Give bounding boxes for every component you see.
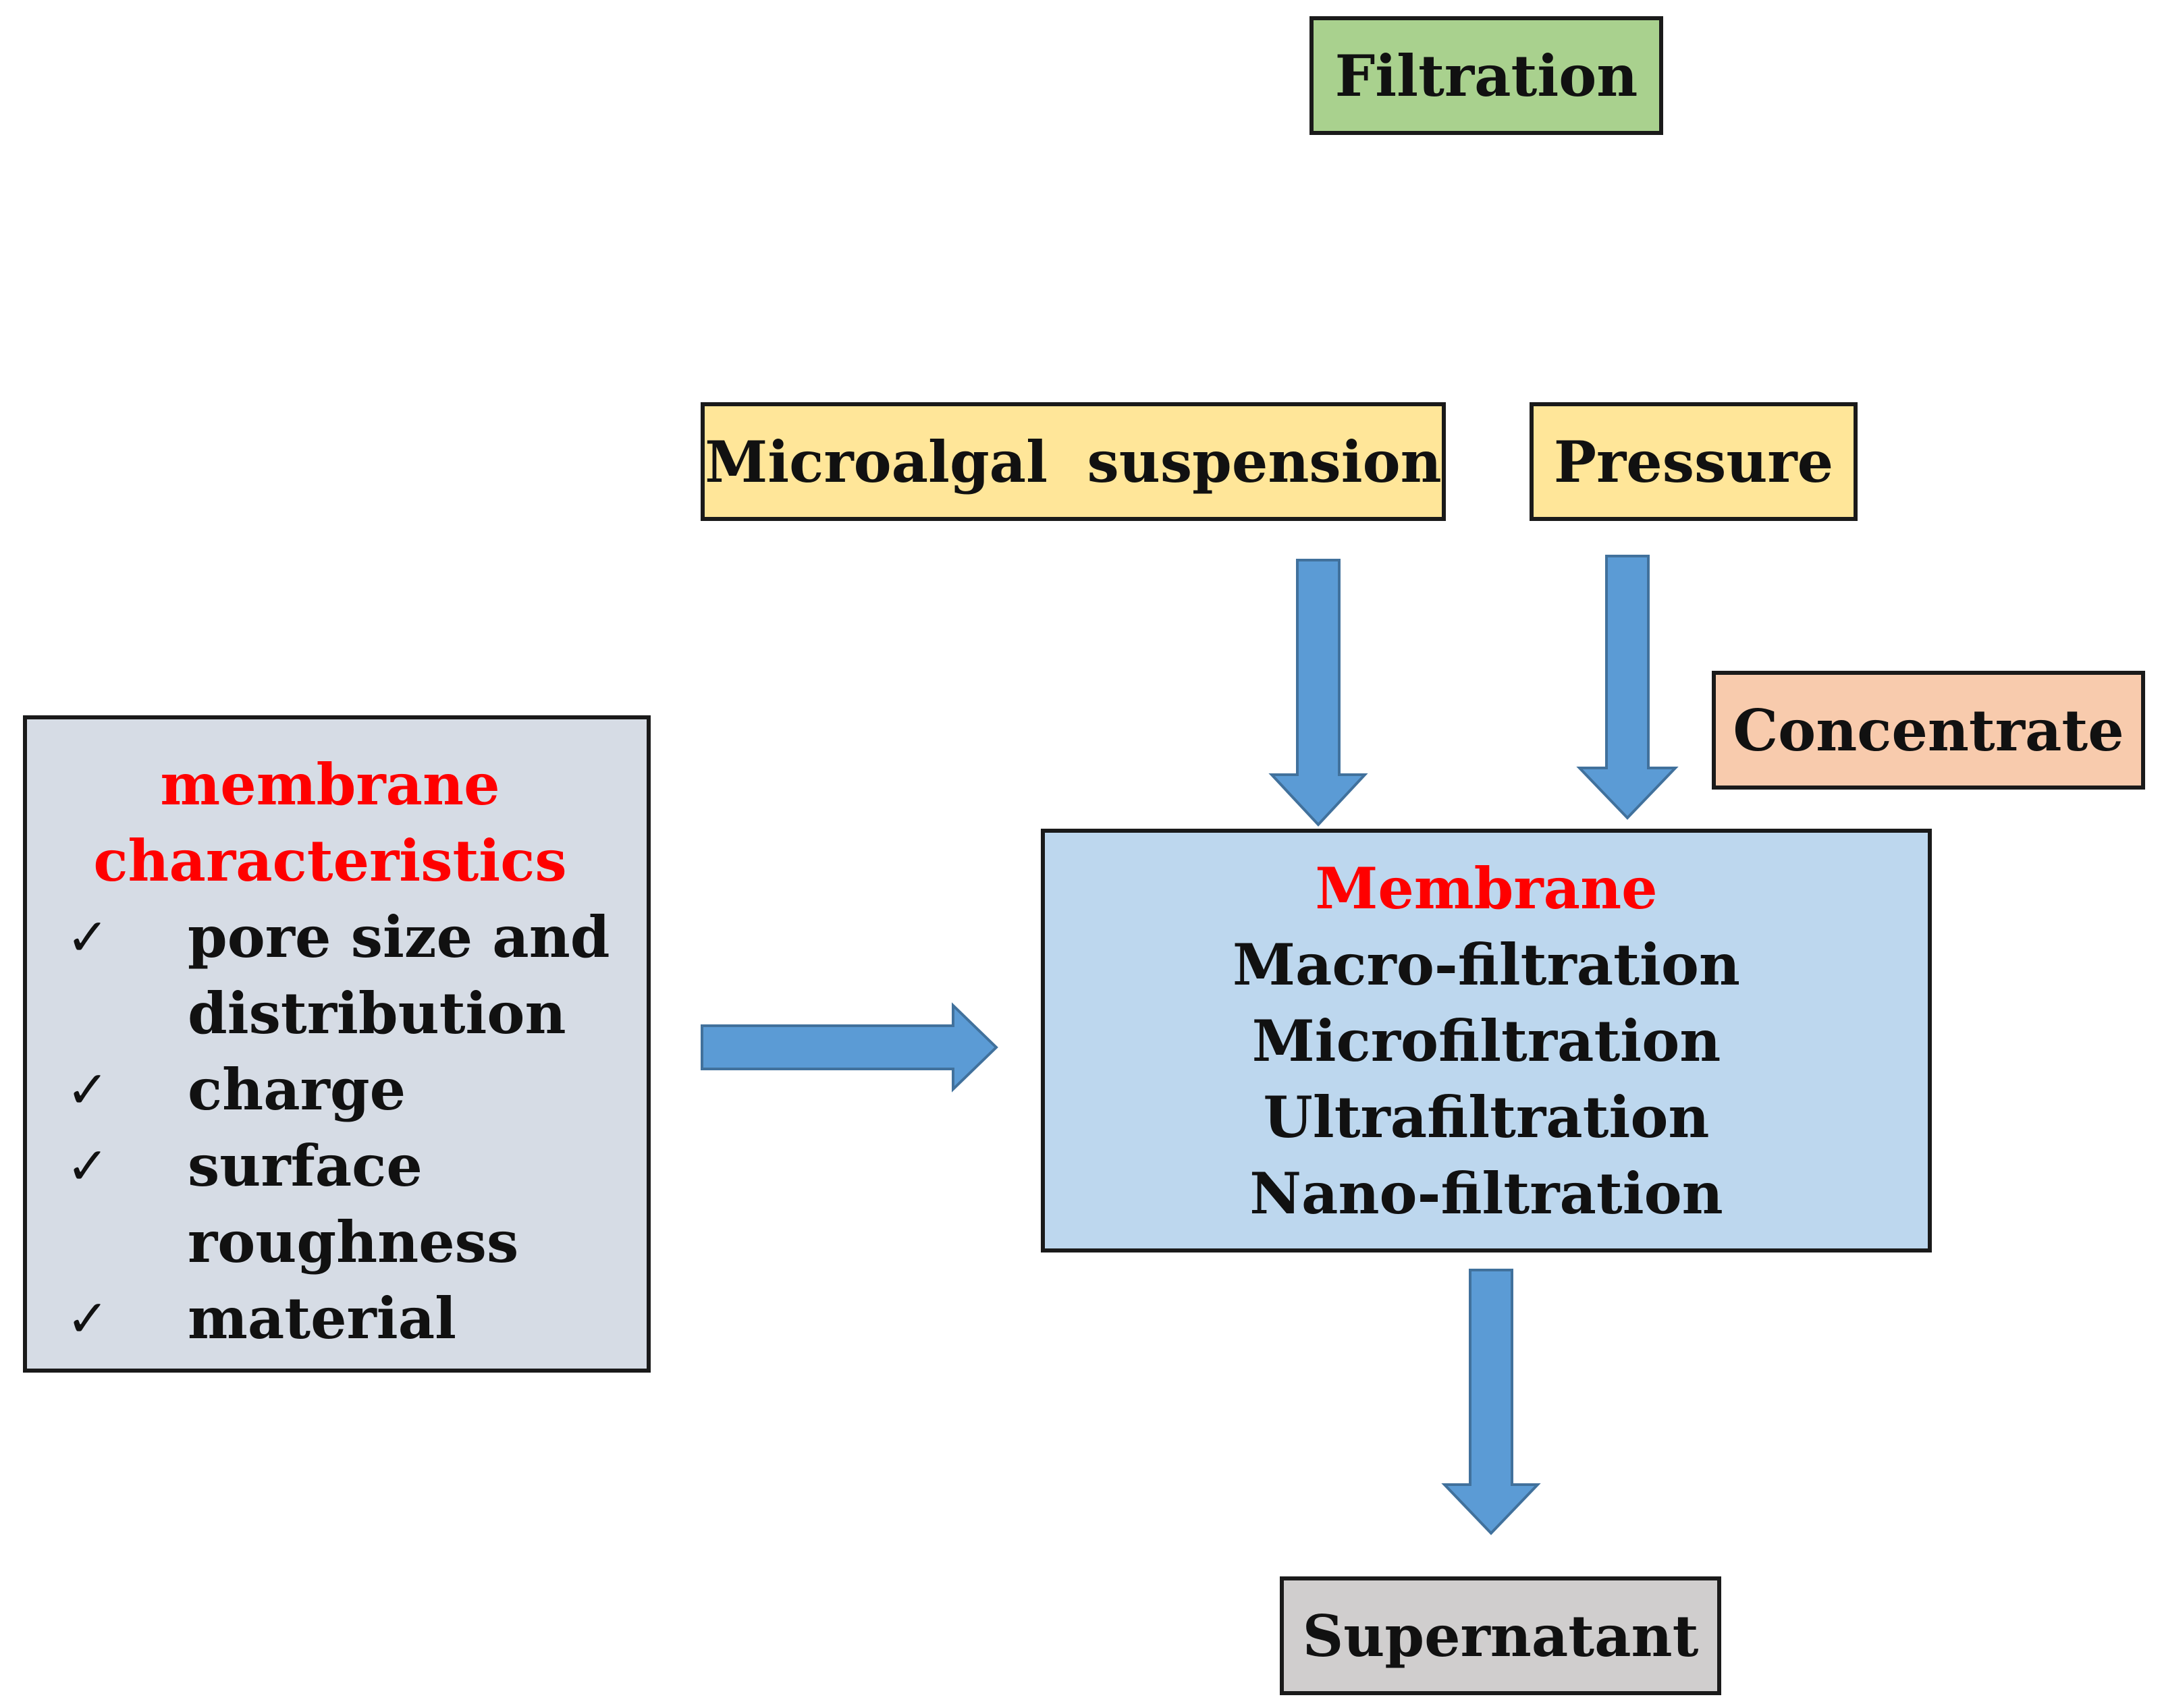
pressure-label: Pressure <box>1553 428 1834 495</box>
characteristic-text: charge <box>188 1056 406 1123</box>
characteristic-text: roughness <box>188 1209 519 1275</box>
checkmark-icon: ✓ <box>66 1059 109 1120</box>
membrane-type-micro: Microfiltration <box>1251 1007 1721 1074</box>
checkmark-icon: ✓ <box>66 1288 109 1348</box>
characteristics-heading-line1: membrane <box>160 751 500 818</box>
membrane-box: Membrane Macro-filtration Microfiltratio… <box>1041 829 1932 1252</box>
membrane-type-nano: Nano-filtration <box>1249 1159 1723 1227</box>
characteristic-item-material: ✓ material <box>27 1280 647 1356</box>
characteristic-item-pore-size: ✓ pore size and distribution <box>27 899 647 1051</box>
arrow-pressure-to-membrane <box>1576 555 1679 820</box>
supernatant-box: Supernatant <box>1280 1576 1721 1695</box>
characteristic-item-surface-roughness: ✓ surface roughness <box>27 1128 647 1280</box>
characteristics-heading-line2: characteristics <box>93 827 567 894</box>
characteristic-item-charge: ✓ charge <box>27 1051 647 1128</box>
membrane-type-macro: Macro-filtration <box>1233 931 1740 998</box>
arrow-suspension-to-membrane <box>1268 559 1368 827</box>
concentrate-box: Concentrate <box>1712 671 2145 790</box>
checkmark-icon: ✓ <box>66 1136 109 1196</box>
characteristic-text: distribution <box>188 980 566 1047</box>
supernatant-label: Supernatant <box>1302 1602 1699 1670</box>
membrane-type-ultra: Ultrafiltration <box>1263 1083 1710 1151</box>
microalgal-suspension-box: Microalgal suspension <box>701 402 1446 521</box>
arrow-characteristics-to-membrane <box>701 1002 998 1093</box>
filtration-title-box: Filtration <box>1309 16 1663 135</box>
characteristic-text: pore size and <box>188 904 610 970</box>
arrow-membrane-to-supernatant <box>1441 1269 1541 1535</box>
pressure-box: Pressure <box>1530 402 1858 521</box>
concentrate-label: Concentrate <box>1733 696 2124 764</box>
filtration-label: Filtration <box>1334 42 1638 109</box>
checkmark-icon: ✓ <box>66 907 109 967</box>
membrane-title: Membrane <box>1315 854 1658 922</box>
microalgal-suspension-label: Microalgal suspension <box>705 428 1442 495</box>
membrane-characteristics-box: membrane characteristics ✓ pore size and… <box>23 715 651 1373</box>
characteristic-text: surface <box>188 1132 423 1199</box>
characteristic-text: material <box>188 1285 457 1352</box>
